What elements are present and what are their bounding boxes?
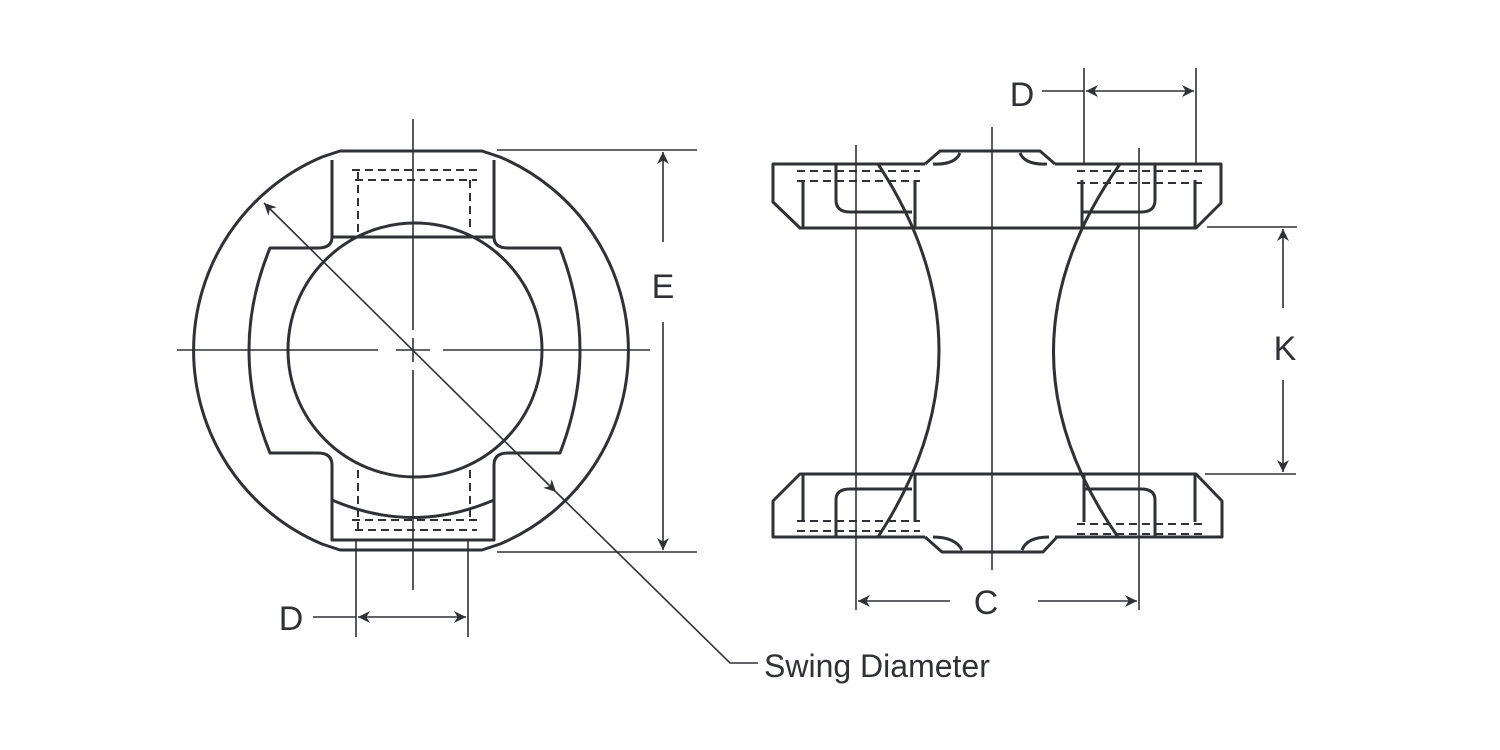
side-view: C D K: [771, 68, 1297, 622]
top-flange: [771, 162, 1223, 230]
hidden-lines: [797, 170, 1202, 535]
d-label-side-view: D: [1010, 76, 1035, 114]
bottom-flange: [771, 472, 1224, 539]
swing-diameter-arrow: [263, 202, 557, 493]
c-label: C: [974, 584, 999, 622]
swing-diameter-label: Swing Diameter: [764, 648, 990, 684]
e-label: E: [652, 268, 675, 306]
swing-diameter-leader: [555, 491, 758, 664]
d-top-extension-lines: [1042, 68, 1197, 164]
top-hub: [924, 149, 1056, 166]
k-extension-lines: [1205, 226, 1297, 475]
end-view: E D Swing Diameter: [177, 119, 990, 684]
c-extension-lines: [855, 145, 1140, 610]
bottom-hub: [924, 535, 1059, 554]
k-label: K: [1274, 330, 1297, 368]
d-label-end-view: D: [279, 600, 304, 638]
d-extension-lines: [313, 540, 469, 637]
left-yoke-arc: [876, 163, 941, 538]
top-flange-inner-details: [801, 164, 1197, 228]
right-yoke-arc: [1052, 163, 1122, 538]
bottom-lug-hidden-lines: [352, 470, 477, 531]
e-extension-lines: [497, 149, 697, 553]
outer-body-outline: [192, 149, 630, 552]
bottom-flange-inner-details: [801, 474, 1197, 537]
